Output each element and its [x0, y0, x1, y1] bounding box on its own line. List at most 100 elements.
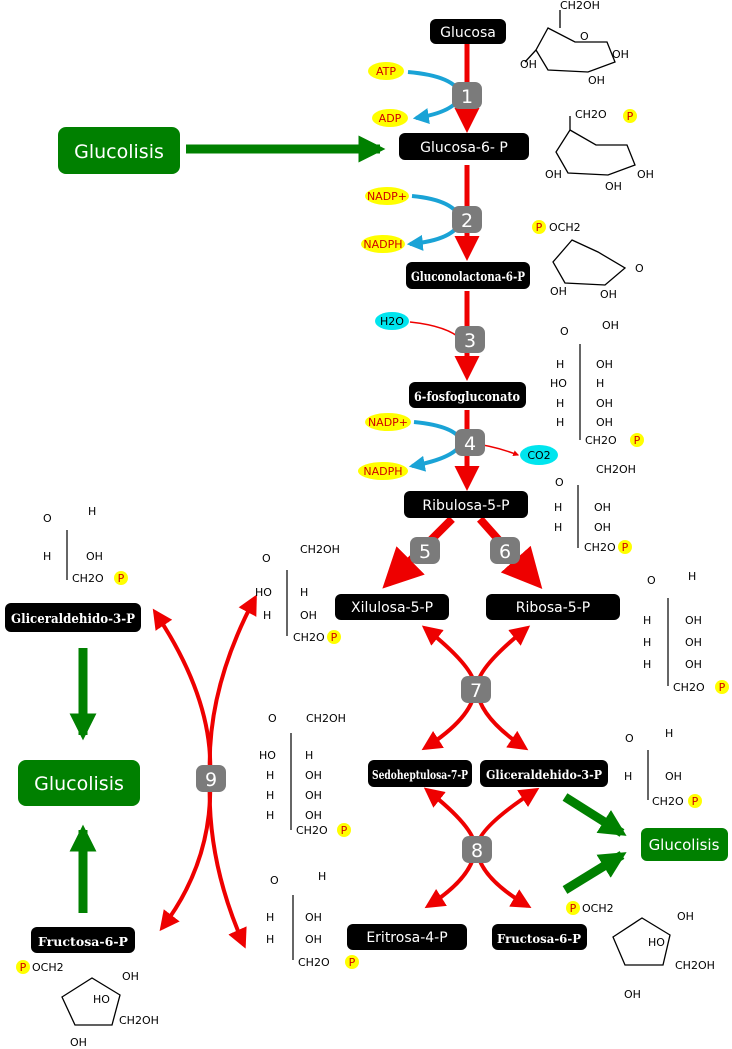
svg-text:OH: OH — [665, 770, 682, 783]
svg-text:HO: HO — [255, 586, 272, 599]
svg-text:H: H — [556, 358, 564, 371]
svg-text:HO: HO — [93, 993, 110, 1006]
metabolite-xilulosa-5p: Xilulosa-5-P — [335, 594, 449, 620]
metabolite-glucosa-6p: Glucosa-6- P — [399, 133, 529, 160]
glucolisis-left-label: Glucolisis — [34, 773, 124, 795]
svg-text:H: H — [596, 377, 604, 390]
svg-text:H: H — [266, 789, 274, 802]
metabolite-ribulosa-5p: Ribulosa-5-P — [404, 491, 528, 518]
svg-text:OH: OH — [305, 933, 322, 946]
glucolysis-arrows — [69, 135, 627, 913]
step-badge-8: 8 — [462, 836, 492, 863]
step-1-label: 1 — [461, 86, 473, 108]
svg-text:ADP: ADP — [379, 112, 402, 125]
svg-text:P: P — [570, 902, 577, 915]
svg-text:P: P — [20, 961, 27, 974]
svg-text:ATP: ATP — [376, 65, 396, 78]
svg-text:OH: OH — [550, 285, 567, 298]
svg-text:CH2O: CH2O — [72, 572, 104, 585]
glucolisis-box-top: Glucolisis — [58, 127, 180, 174]
svg-text:H: H — [266, 911, 274, 924]
svg-text:CH2OH: CH2OH — [119, 1014, 159, 1027]
svg-text:P: P — [634, 434, 641, 447]
svg-text:OH: OH — [545, 168, 562, 181]
structure-ribulosa: O CH2OH H OH H OH CH2O P — [554, 463, 636, 554]
svg-text:OH: OH — [637, 168, 654, 181]
eritrosa-label: Eritrosa-4-P — [366, 930, 447, 946]
svg-text:OH: OH — [596, 416, 613, 429]
structure-6-fosfogluconato: O OH H OH HO H H OH H OH CH2O P — [550, 319, 644, 447]
cofactor-co2: CO2 — [520, 445, 558, 465]
metabolite-6-fosfogluconato: 6-fosfogluconato — [409, 382, 526, 408]
ribosa-label: Ribosa-5-P — [516, 600, 590, 616]
structure-xilulosa: O CH2OH HO H H OH CH2O P — [255, 543, 341, 644]
fructosa-left-label: Fructosa-6-P — [38, 935, 128, 949]
svg-text:P: P — [719, 681, 726, 694]
svg-text:P: P — [622, 541, 629, 554]
svg-text:H: H — [305, 749, 313, 762]
metabolite-fructosa-mid: Fructosa-6-P — [492, 924, 587, 950]
cofactor-nadp-2: NADP+ — [365, 413, 411, 431]
svg-text:OH: OH — [612, 48, 629, 61]
svg-text:H: H — [554, 521, 562, 534]
svg-text:OH: OH — [305, 789, 322, 802]
svg-text:OH: OH — [122, 970, 139, 983]
svg-text:OH: OH — [520, 58, 537, 71]
svg-text:CH2O: CH2O — [585, 434, 617, 447]
svg-text:OCH2: OCH2 — [549, 221, 581, 234]
cofactor-nadph-1: NADPH — [361, 235, 405, 253]
metabolite-eritrosa-4p: Eritrosa-4-P — [347, 924, 467, 950]
svg-text:CH2OH: CH2OH — [560, 0, 600, 12]
structure-gliceraldehido-right: O H H OH CH2O P — [624, 727, 702, 808]
svg-text:H: H — [88, 505, 96, 518]
step-badge-1: 1 — [452, 82, 482, 109]
glucolisis-top-label: Glucolisis — [74, 141, 164, 163]
svg-text:OH: OH — [70, 1036, 87, 1049]
structure-ribosa: O H H OH H OH H OH CH2O P — [643, 570, 729, 694]
structure-gluconolactona — [552, 239, 627, 286]
svg-text:H: H — [266, 933, 274, 946]
step-8-label: 8 — [471, 840, 483, 862]
svg-text:OH: OH — [624, 988, 641, 1001]
gluconolactona-label: Gluconolactona-6-P — [411, 270, 525, 285]
svg-text:NADPH: NADPH — [363, 238, 402, 251]
svg-text:CH2OH: CH2OH — [596, 463, 636, 476]
cofactor-nadph-2: NADPH — [358, 462, 408, 480]
svg-text:H: H — [263, 609, 271, 622]
step-badge-6: 6 — [490, 537, 520, 564]
svg-text:OH: OH — [300, 609, 317, 622]
step-badge-3: 3 — [455, 326, 485, 353]
svg-text:OH: OH — [305, 911, 322, 924]
svg-text:OH: OH — [605, 180, 622, 193]
svg-text:O: O — [635, 262, 644, 275]
svg-text:O: O — [647, 574, 656, 587]
svg-text:P: P — [692, 795, 699, 808]
metabolite-fructosa-left: Fructosa-6-P — [31, 927, 135, 953]
svg-text:H2O: H2O — [380, 315, 404, 328]
gliceraldehido-left-label: Gliceraldehido-3-P — [11, 612, 135, 627]
svg-text:OH: OH — [305, 809, 322, 822]
cofactor-atp: ATP — [368, 62, 404, 80]
svg-text:H: H — [266, 769, 274, 782]
gliceraldehido-mid-label: Gliceraldehido-3-P — [486, 768, 602, 782]
sedoheptulosa-label: Sedoheptulosa-7-P — [372, 768, 468, 782]
step-7-label: 7 — [470, 680, 482, 702]
structure-fructosa-left: P OCH2 OH HO CH2OH OH — [16, 960, 159, 1049]
svg-text:OH: OH — [677, 910, 694, 923]
svg-text:CH2O: CH2O — [575, 108, 607, 121]
xilulosa-label: Xilulosa-5-P — [351, 600, 433, 616]
svg-text:OH: OH — [594, 521, 611, 534]
step-4-label: 4 — [464, 433, 476, 455]
svg-text:H: H — [556, 397, 564, 410]
svg-text:CH2O: CH2O — [584, 541, 616, 554]
glucosa-label: Glucosa — [440, 25, 496, 41]
svg-text:H: H — [266, 809, 274, 822]
metabolite-sedoheptulosa-7p: Sedoheptulosa-7-P — [368, 760, 472, 787]
step-3-label: 3 — [464, 330, 476, 352]
svg-text:H: H — [554, 501, 562, 514]
step-badge-9: 9 — [196, 765, 226, 792]
metabolite-ribosa-5p: Ribosa-5-P — [486, 594, 620, 620]
svg-text:CH2OH: CH2OH — [300, 543, 340, 556]
svg-text:O: O — [262, 552, 271, 565]
svg-text:CO2: CO2 — [527, 449, 550, 462]
